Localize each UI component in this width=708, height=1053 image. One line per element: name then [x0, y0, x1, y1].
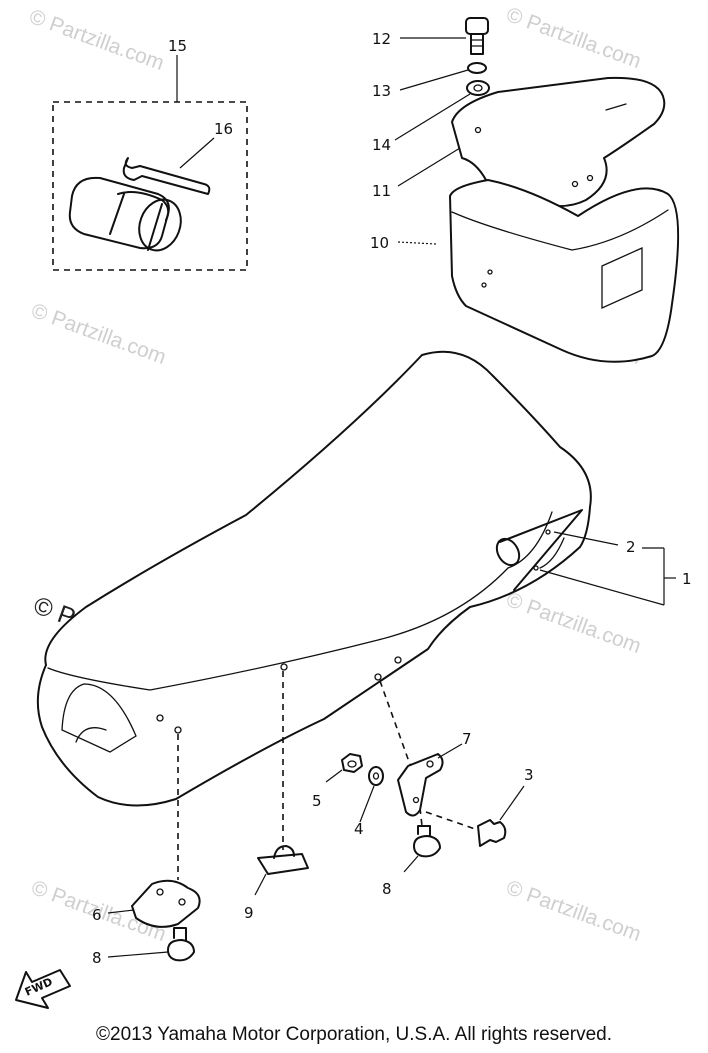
- callout-5: 5: [312, 792, 322, 810]
- callout-9: 9: [244, 904, 254, 922]
- tool-kit-frame: [52, 101, 248, 271]
- callout-1: 1: [682, 570, 692, 588]
- parts-diagram: © Partzilla.com © Partzilla.com © Partzi…: [15, 3, 692, 1009]
- callout-3: 3: [524, 766, 534, 784]
- watermark: © Partzilla.com: [28, 299, 169, 369]
- seat: 2 1: [36, 350, 692, 807]
- callout-14: 14: [372, 136, 391, 154]
- callout-13: 13: [372, 82, 391, 100]
- copyright-notice: ©2013 Yamaha Motor Corporation, U.S.A. A…: [96, 1024, 612, 1045]
- callout-4: 4: [354, 820, 364, 838]
- callout-7: 7: [462, 730, 472, 748]
- callout-6: 6: [92, 906, 102, 924]
- callout-11: 11: [372, 182, 391, 200]
- callout-8-lower: 8: [92, 949, 102, 967]
- callout-15: 15: [168, 37, 187, 55]
- watermark: © Partzilla.com: [503, 876, 644, 946]
- callout-12: 12: [372, 30, 391, 48]
- callout-16: 16: [214, 120, 233, 138]
- callout-2: 2: [626, 538, 636, 556]
- seat-hardware: 5 4 7 3 8 9 6 8: [92, 671, 534, 967]
- tool-box: 12 13 14 11 10: [370, 17, 680, 363]
- watermark: © Partzilla.com: [503, 588, 644, 658]
- fwd-arrow: FWD: [15, 969, 71, 1009]
- callout-8-upper: 8: [382, 880, 392, 898]
- watermark: © Partzilla.com: [26, 5, 167, 75]
- callout-10: 10: [370, 234, 389, 252]
- tool-kit: 15 16: [52, 37, 248, 271]
- watermark: © Partzilla.com: [503, 3, 644, 73]
